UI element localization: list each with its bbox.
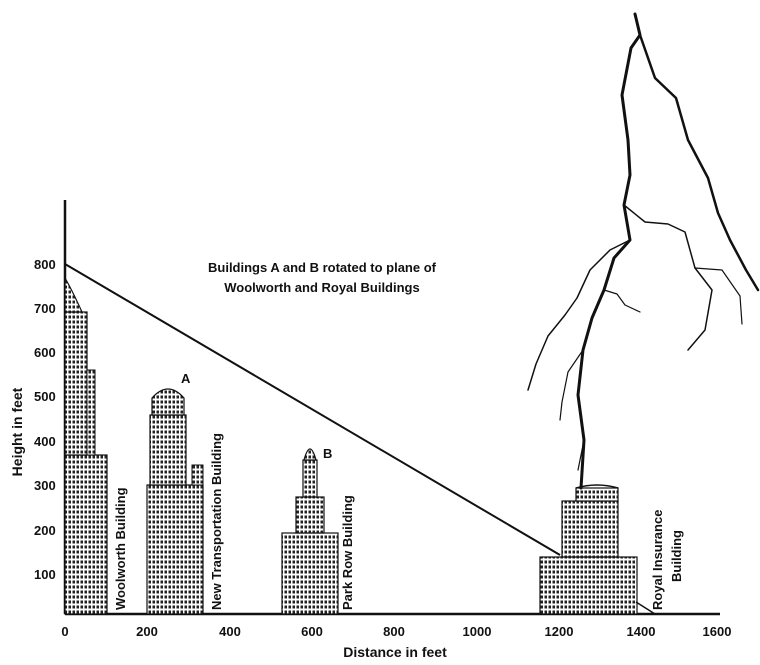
x-ticks: 0 200 400 600 800 1000 1200 1400 1600 [61,624,731,639]
label-royal-insurance-2: Building [669,530,684,582]
ground-slope [635,601,656,615]
label-new-transportation: New Transportation Building [209,433,224,610]
x-tick-label: 200 [136,624,158,639]
y-tick-label: 300 [34,478,56,493]
x-tick-label: 1200 [545,624,574,639]
x-tick-label: 400 [219,624,241,639]
annotation-line-1: Buildings A and B rotated to plane of [208,260,437,275]
x-tick-label: 600 [301,624,323,639]
label-royal-insurance-1: Royal Insurance [650,510,665,610]
y-tick-label: 200 [34,523,56,538]
y-ticks: 100 200 300 400 500 600 700 800 [34,257,56,582]
protection-line [64,263,561,556]
x-tick-label: 800 [383,624,405,639]
y-axis-title: Height in feet [9,387,25,476]
y-tick-label: 400 [34,434,56,449]
label-woolworth: Woolworth Building [113,487,128,610]
y-tick-label: 600 [34,345,56,360]
park-row-building [281,448,339,615]
royal-insurance-building [539,484,638,615]
annotation-line-2: Woolworth and Royal Buildings [224,280,419,295]
marker-a: A [181,371,191,386]
x-tick-label: 1400 [627,624,656,639]
marker-b: B [323,446,332,461]
x-tick-label: 0 [61,624,68,639]
y-tick-label: 800 [34,257,56,272]
y-tick-label: 100 [34,567,56,582]
x-tick-label: 1600 [703,624,732,639]
y-tick-label: 700 [34,301,56,316]
lightning-bolt [527,12,760,490]
label-park-row: Park Row Building [340,495,355,610]
woolworth-building [64,275,108,615]
y-tick-label: 500 [34,389,56,404]
x-tick-label: 1000 [463,624,492,639]
new-transportation-building [146,388,204,615]
x-axis-title: Distance in feet [343,644,447,660]
